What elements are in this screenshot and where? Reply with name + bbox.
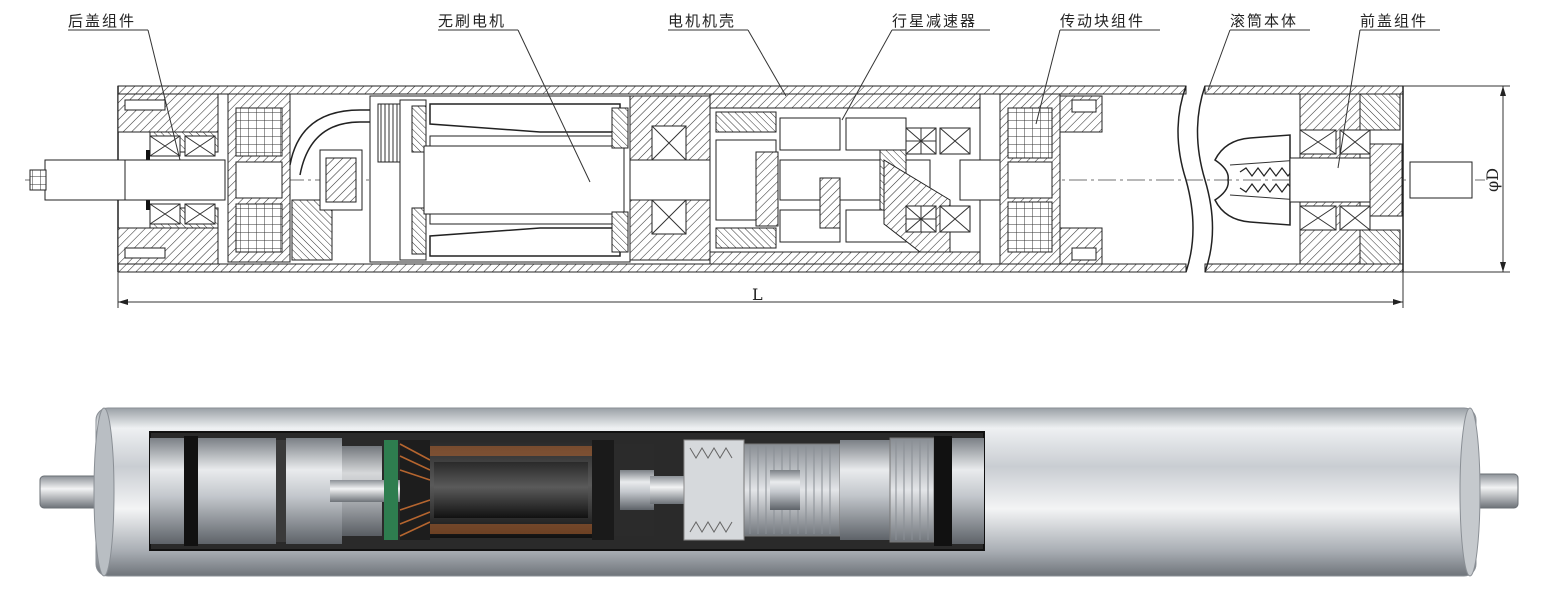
rear-coupling-section xyxy=(227,93,370,263)
tube-wall-top-right xyxy=(1204,85,1404,95)
rear-shaft-thread xyxy=(29,169,47,191)
tube-wall-top xyxy=(117,85,1187,95)
front-cover-section xyxy=(1214,93,1473,265)
front-shaft xyxy=(1409,161,1473,199)
tube-wall-bottom-right xyxy=(1204,263,1404,273)
label-brushless-motor: 无刷电机 xyxy=(438,12,506,30)
rear-cover-section xyxy=(117,93,226,265)
break-line-left xyxy=(1177,85,1194,273)
tube-wall-bottom xyxy=(117,263,1187,273)
motor-housing-section xyxy=(629,93,981,265)
diameter-dimension: φD xyxy=(1483,168,1502,192)
dimension-lines: L φD xyxy=(117,85,1510,308)
cutaway-render xyxy=(39,407,1519,577)
label-planetary-reducer: 行星减速器 xyxy=(892,12,977,30)
render-pcb xyxy=(384,440,398,540)
brushless-motor-section xyxy=(369,95,631,263)
planetary-reducer-section xyxy=(709,107,1001,253)
label-motor-housing: 电机机壳 xyxy=(668,12,736,30)
section-drawing: L φD 后盖组件 无刷电机 电机机壳 行星减速器 传动块组件 滚筒本体 前盖组… xyxy=(25,12,1510,308)
length-dimension: L xyxy=(752,285,763,304)
label-drum-body: 滚筒本体 xyxy=(1230,12,1298,30)
break-line-right xyxy=(1196,85,1214,273)
leader-lines xyxy=(68,29,1440,183)
label-rear-cover-assembly: 后盖组件 xyxy=(68,12,136,30)
transmission-block-section xyxy=(999,93,1103,265)
label-front-cover-assembly: 前盖组件 xyxy=(1360,12,1428,30)
rear-shaft xyxy=(44,159,126,201)
label-transmission-block-assembly: 传动块组件 xyxy=(1060,12,1145,30)
